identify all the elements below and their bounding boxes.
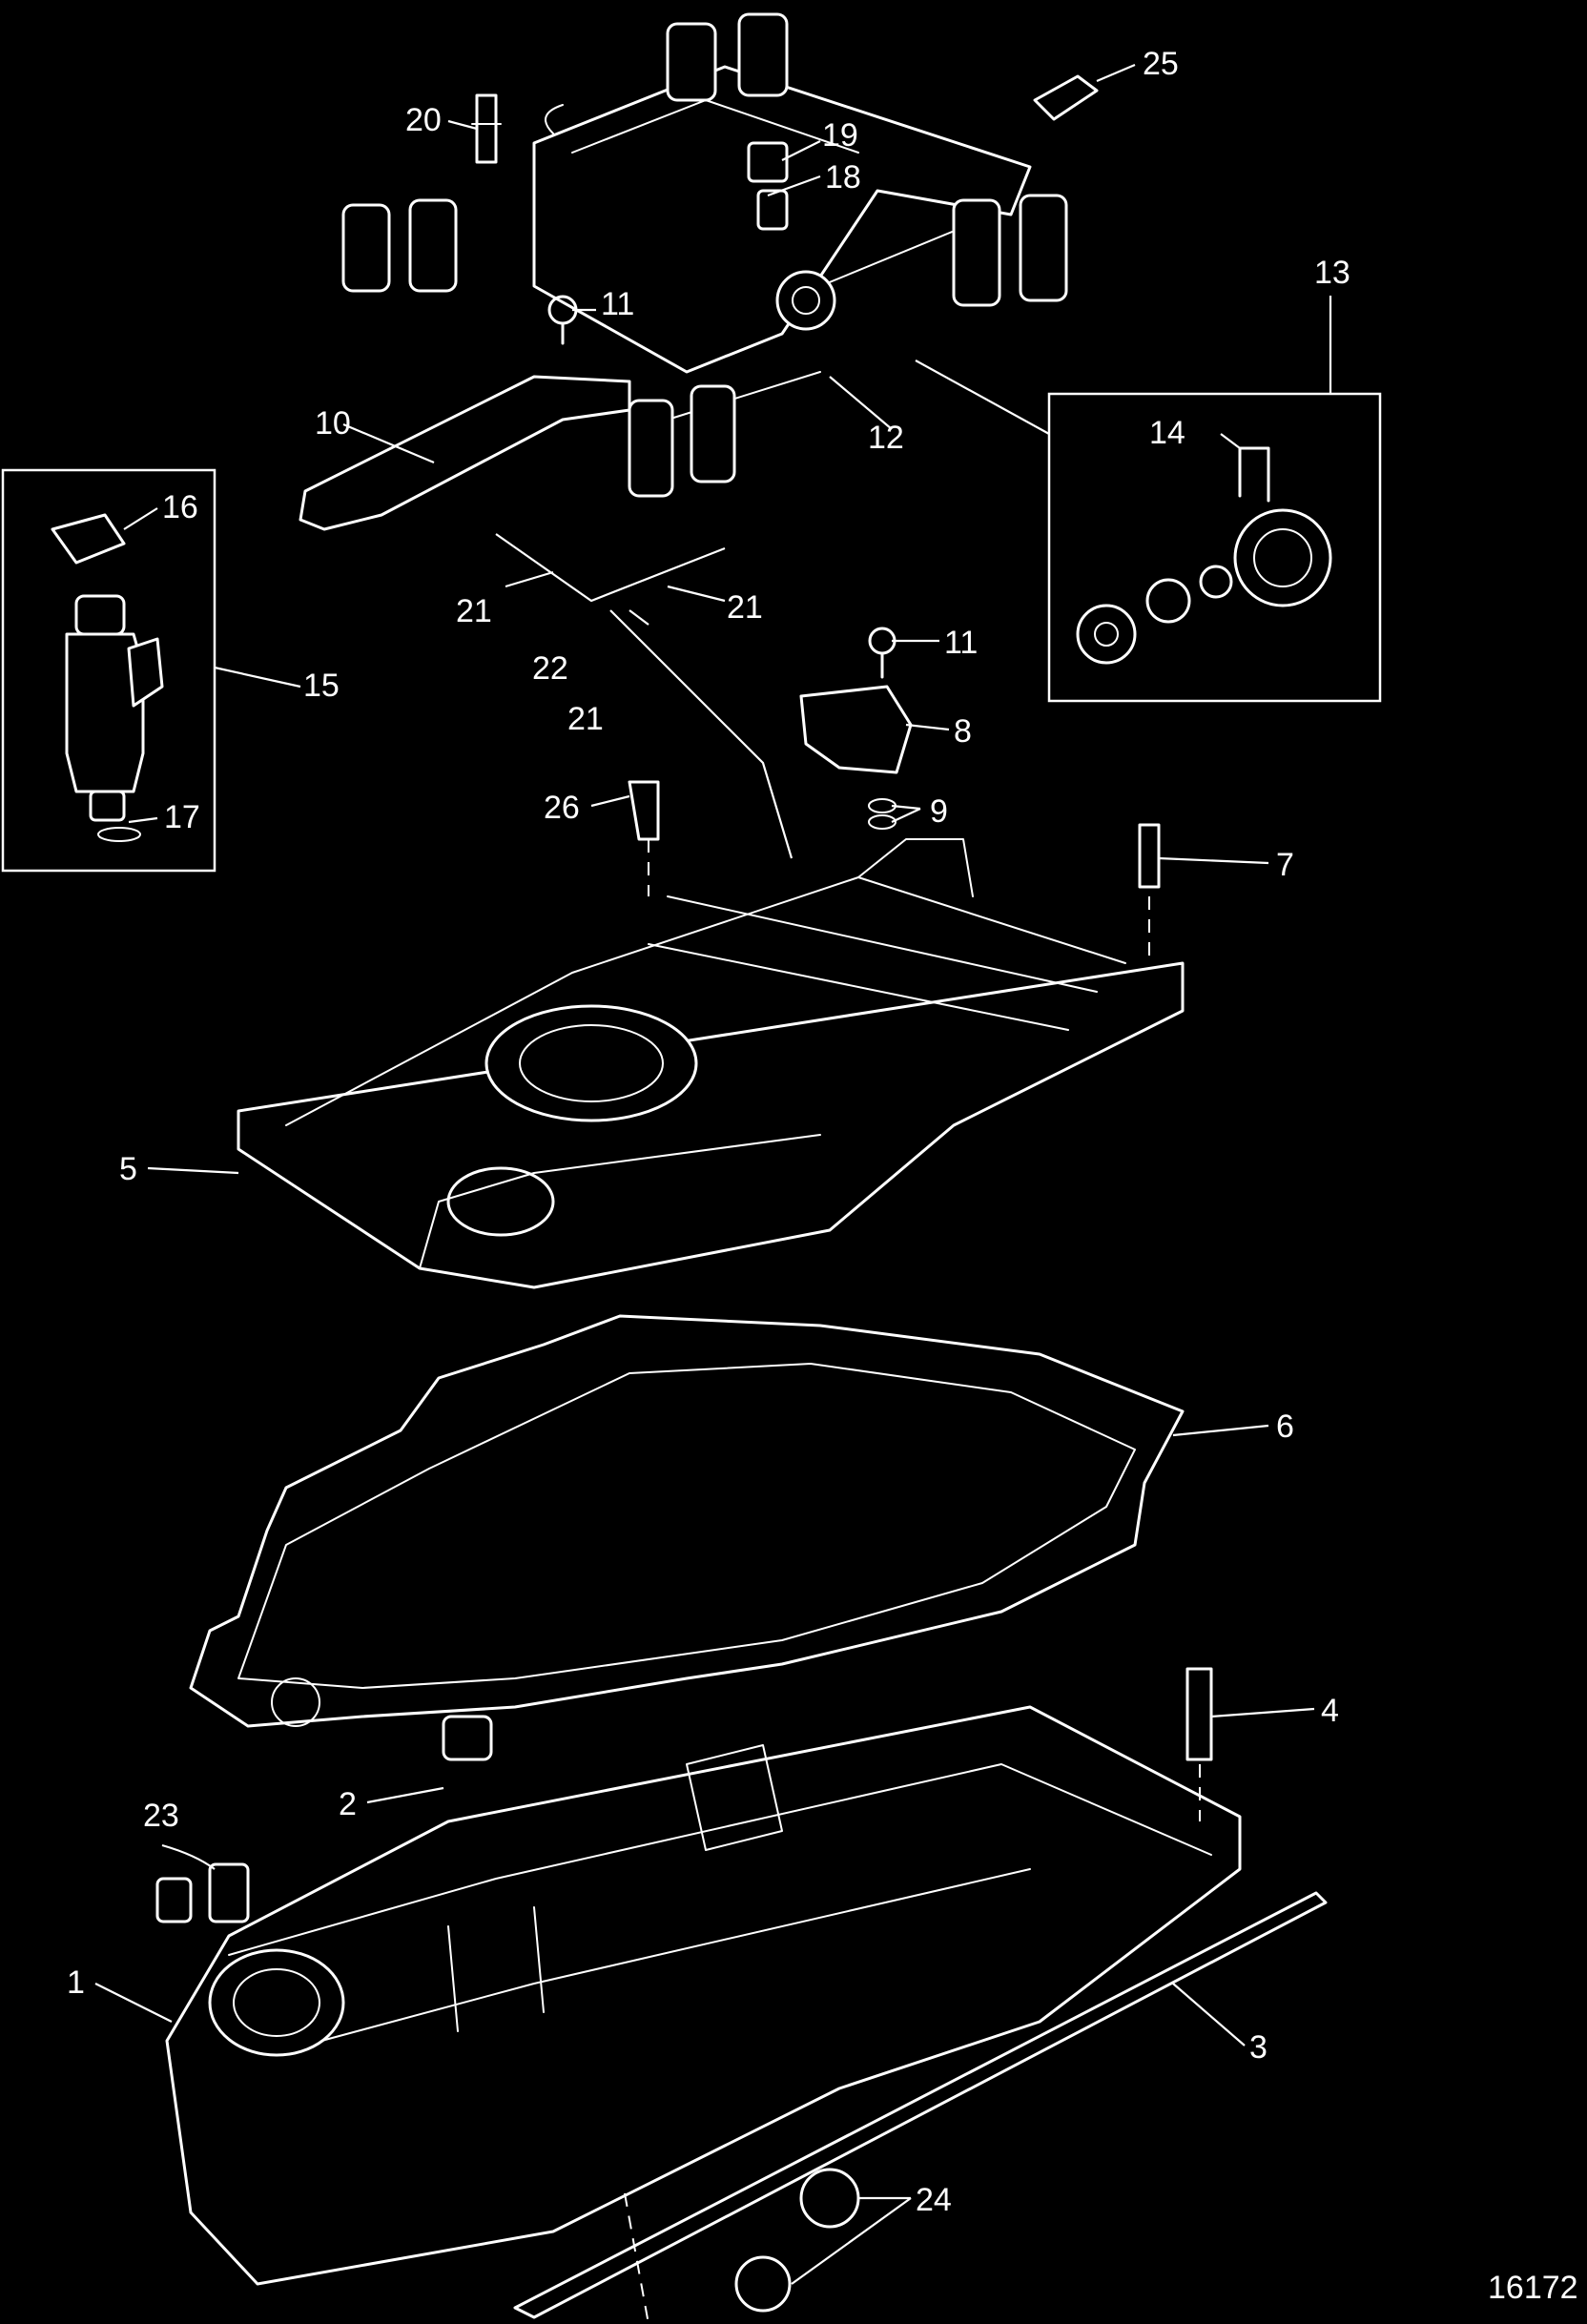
rail-cap (747, 141, 789, 183)
side-gasket-strip (513, 1891, 1328, 2319)
callout-1: 1 (67, 1964, 85, 2001)
callout-8: 8 (954, 713, 972, 750)
manifold-bolt (1138, 823, 1161, 889)
callout-21b: 21 (727, 589, 763, 626)
figure-number: 16172 (1488, 2270, 1578, 2306)
callout-10: 10 (315, 405, 351, 442)
callout-23: 23 (143, 1798, 179, 1834)
callout-20: 20 (405, 102, 442, 138)
callout-21a: 21 (456, 593, 492, 629)
intake-gasket (189, 1314, 1185, 1728)
injector-detail-box (1, 468, 216, 873)
regulator-clip (1238, 446, 1270, 503)
callout-11a: 11 (601, 286, 634, 322)
sensor-fitting (155, 1877, 193, 1923)
fitting (1033, 74, 1099, 121)
callout-15: 15 (303, 668, 340, 704)
upper-intake-manifold (237, 838, 1185, 1289)
callout-14: 14 (1149, 415, 1185, 451)
callout-9: 9 (930, 793, 948, 830)
fuel-rail-bracket (299, 375, 631, 531)
regulator-housing (1233, 508, 1332, 607)
callout-5: 5 (119, 1151, 137, 1187)
callout-26: 26 (544, 790, 580, 826)
callout-4: 4 (1321, 1693, 1339, 1729)
callout-13: 13 (1314, 255, 1350, 291)
callout-7: 7 (1276, 847, 1294, 883)
schrader-cap (756, 189, 789, 231)
regulator-detail-box (1047, 392, 1382, 703)
rail-injector (341, 12, 1068, 307)
pipe-plug (799, 2168, 860, 2229)
callout-22: 22 (532, 650, 568, 687)
callout-6: 6 (1276, 1409, 1294, 1445)
callout-25: 25 (1143, 46, 1179, 82)
wire-harness (495, 533, 794, 859)
callout-12: 12 (868, 420, 904, 456)
o-ring-9 (868, 798, 897, 813)
throttle-body-opening (484, 1004, 698, 1122)
fuel-injector-detail (51, 513, 164, 842)
fuel-pressure-regulator (775, 270, 836, 331)
callout-17: 17 (164, 799, 200, 835)
pcv-fitting (628, 780, 660, 841)
fuel-injector-body (65, 632, 145, 793)
pressure-regulator-detail (1076, 446, 1332, 665)
callout-21c: 21 (567, 701, 604, 737)
injector-o-ring (97, 827, 141, 842)
callout-19: 19 (822, 117, 858, 154)
manifold-plug (442, 1715, 493, 1761)
callout-11b: 11 (944, 625, 978, 661)
callout-16: 16 (162, 489, 198, 525)
thermostat-opening (208, 1948, 345, 2057)
callout-3: 3 (1249, 2029, 1268, 2066)
callout-18: 18 (825, 159, 861, 195)
leader-lines (94, 63, 1332, 2285)
fuel-rail-assembly (341, 12, 1068, 374)
lower-intake-manifold (165, 1705, 1242, 2286)
callout-2: 2 (339, 1786, 357, 1822)
manifold-bolt-long (1185, 1667, 1213, 1761)
fuel-rail-injectors-lower (628, 371, 821, 498)
map-sensor (799, 685, 913, 774)
callout-labels: 1 2 3 4 5 6 7 8 9 10 11 11 12 13 14 15 1… (67, 46, 1350, 2218)
injector-clip (51, 513, 126, 565)
callout-24: 24 (916, 2182, 952, 2218)
